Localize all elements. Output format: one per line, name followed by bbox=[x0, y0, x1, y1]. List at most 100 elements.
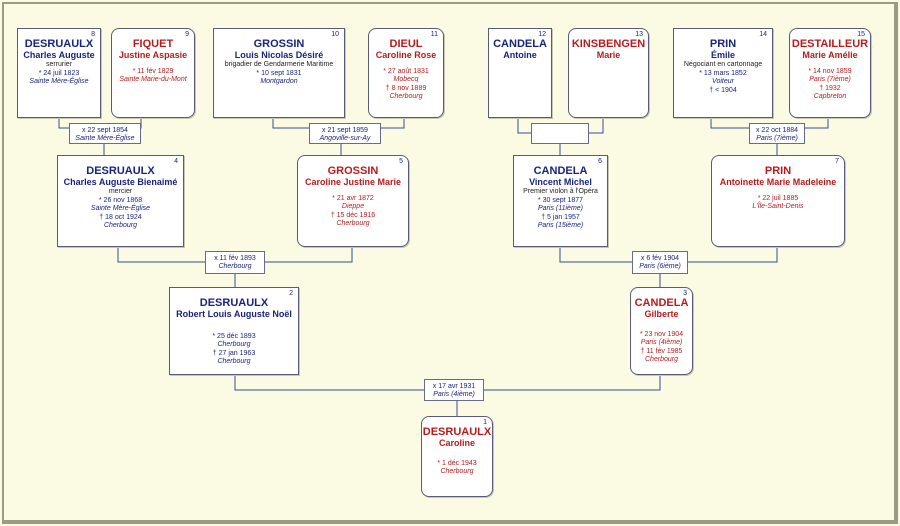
person-number: 2 bbox=[289, 290, 293, 297]
birth-date: * 10 sept 1831 bbox=[256, 70, 302, 77]
person-number: 7 bbox=[835, 158, 839, 165]
birth-place: Cherbourg bbox=[440, 468, 474, 475]
birth-place: Dieppe bbox=[341, 203, 365, 210]
birth-place: Paris (4ième) bbox=[640, 339, 683, 346]
person-card-6[interactable]: 6 CANDELA Vincent Michel Premier violon … bbox=[513, 155, 608, 247]
birth-date: * 25 déc 1893 bbox=[212, 333, 256, 340]
birth-place: Cherbourg bbox=[217, 341, 251, 348]
birth-date: * 14 nov 1859 bbox=[808, 68, 852, 75]
given-name: Robert Louis Auguste Noël bbox=[176, 309, 292, 319]
surname: DESRUAULX bbox=[422, 426, 492, 438]
death-date: † 18 oct 1924 bbox=[99, 214, 142, 221]
person-card-9[interactable]: 9 FIQUET Justine Aspasie * 11 fév 1829 S… bbox=[111, 28, 195, 118]
death-date: † < 1904 bbox=[709, 87, 737, 94]
person-number: 10 bbox=[331, 31, 339, 38]
person-number: 1 bbox=[483, 419, 487, 426]
birth-place: Montgardon bbox=[260, 78, 298, 85]
death-date: † 1932 bbox=[819, 85, 841, 92]
person-number: 6 bbox=[598, 158, 602, 165]
person-number: 3 bbox=[683, 290, 687, 297]
marriage-place: Angoville-sur-Ay bbox=[319, 135, 371, 142]
given-name: Charles Auguste Bienaimé bbox=[63, 177, 178, 187]
marriage-4-5[interactable]: x 11 fév 1893 Cherbourg bbox=[205, 251, 265, 274]
person-card-5[interactable]: 5 GROSSIN Caroline Justine Marie * 21 av… bbox=[297, 155, 409, 247]
birth-date: * 21 avr 1872 bbox=[332, 195, 374, 202]
death-date: † 5 jan 1957 bbox=[541, 214, 580, 221]
marriage-place: Paris (6ième) bbox=[639, 263, 681, 270]
marriage-8-9[interactable]: x 22 sept 1854 Sainte Mère-Église bbox=[69, 123, 141, 144]
person-card-14[interactable]: 14 PRIN Émile Négociant en cartonnage * … bbox=[673, 28, 773, 118]
person-number: 9 bbox=[185, 31, 189, 38]
birth-place: Mobecq bbox=[393, 76, 419, 83]
surname: GROSSIN bbox=[253, 38, 305, 50]
surname: CANDELA bbox=[493, 38, 547, 50]
birth-place: Voiteur bbox=[712, 78, 734, 85]
person-card-8[interactable]: 8 DESRUAULX Charles Auguste serrurier * … bbox=[17, 28, 101, 118]
occupation: Premier violon à l'Opéra bbox=[523, 188, 598, 195]
person-card-7[interactable]: 7 PRIN Antoinette Marie Madeleine * 22 j… bbox=[711, 155, 845, 247]
given-name: Charles Auguste bbox=[23, 50, 95, 60]
person-card-1[interactable]: 1 DESRUAULX Caroline * 1 déc 1943 Cherbo… bbox=[421, 416, 493, 497]
death-place: Cherbourg bbox=[644, 356, 679, 363]
person-card-12[interactable]: 12 CANDELA Antoine bbox=[488, 28, 552, 118]
person-card-3[interactable]: 3 CANDELA Gilberte * 23 nov 1904 Paris (… bbox=[630, 287, 693, 375]
person-card-11[interactable]: 11 DIEUL Caroline Rose * 27 août 1831 Mo… bbox=[368, 28, 444, 118]
marriage-date: x 22 sept 1854 bbox=[82, 127, 128, 134]
occupation: Négociant en cartonnage bbox=[683, 61, 763, 68]
marriage-place: Paris (7ième) bbox=[756, 135, 798, 142]
birth-place: Sainte Mère-Église bbox=[90, 205, 151, 212]
birth-date: * 11 fév 1829 bbox=[132, 68, 174, 75]
marriage-12-13[interactable] bbox=[531, 123, 589, 144]
person-number: 4 bbox=[174, 158, 178, 165]
given-name: Caroline bbox=[438, 438, 475, 448]
surname: KINSBENGEN bbox=[571, 38, 646, 50]
occupation: serrurier bbox=[45, 61, 73, 68]
person-card-4[interactable]: 4 DESRUAULX Charles Auguste Bienaimé mer… bbox=[57, 155, 184, 247]
marriage-14-15[interactable]: x 22 oct 1884 Paris (7ième) bbox=[749, 123, 805, 144]
surname: FIQUET bbox=[132, 38, 174, 50]
given-name: Louis Nicolas Désiré bbox=[234, 50, 324, 60]
birth-place: Sainte Marie-du-Mont bbox=[119, 76, 187, 83]
birth-date: * 26 nov 1868 bbox=[98, 197, 143, 204]
marriage-6-7[interactable]: x 6 fév 1904 Paris (6ième) bbox=[632, 251, 688, 274]
given-name: Gilberte bbox=[644, 309, 679, 319]
birth-date: * 1 déc 1943 bbox=[437, 460, 477, 467]
marriage-date: x 21 sept 1859 bbox=[322, 127, 368, 134]
birth-date: * 27 août 1831 bbox=[383, 68, 429, 75]
death-date: † 15 déc 1916 bbox=[330, 212, 376, 219]
death-place: Cherbourg bbox=[336, 220, 370, 227]
given-name: Émile bbox=[710, 50, 735, 60]
person-card-13[interactable]: 13 KINSBENGEN Marie bbox=[568, 28, 649, 118]
death-place: Cherbourg bbox=[103, 222, 138, 229]
surname: DESRUAULX bbox=[86, 165, 155, 177]
surname: PRIN bbox=[709, 38, 737, 50]
birth-place: L'Île-Saint-Denis bbox=[752, 203, 804, 210]
person-card-15[interactable]: 15 DESTAILLEUR Marie Amélie * 14 nov 185… bbox=[789, 28, 871, 118]
marriage-10-11[interactable]: x 21 sept 1859 Angoville-sur-Ay bbox=[309, 123, 381, 144]
person-card-2[interactable]: 2 DESRUAULX Robert Louis Auguste Noël * … bbox=[169, 287, 299, 375]
surname: PRIN bbox=[764, 165, 792, 177]
death-date: † 11 fév 1985 bbox=[640, 348, 683, 355]
birth-date: * 24 juil 1823 bbox=[38, 70, 80, 77]
surname: GROSSIN bbox=[327, 165, 379, 177]
death-date: † 8 nov 1889 bbox=[385, 85, 427, 92]
occupation: brigadier de Gendarmerie Maritime bbox=[224, 61, 334, 68]
person-number: 15 bbox=[857, 31, 865, 38]
birth-place: Paris (11ième) bbox=[538, 205, 583, 212]
marriage-date: x 11 fév 1893 bbox=[214, 255, 256, 262]
marriage-2-3[interactable]: x 17 avr 1931 Paris (4ième) bbox=[424, 379, 484, 401]
surname: CANDELA bbox=[533, 165, 588, 177]
person-number: 12 bbox=[538, 31, 546, 38]
surname: DESTAILLEUR bbox=[791, 38, 869, 50]
marriage-date: x 22 oct 1884 bbox=[755, 127, 799, 134]
death-place: Capbreton bbox=[813, 93, 847, 100]
death-place: Paris (15ième) bbox=[537, 222, 584, 229]
marriage-date: x 17 avr 1931 bbox=[432, 383, 476, 390]
person-card-10[interactable]: 10 GROSSIN Louis Nicolas Désiré brigadie… bbox=[213, 28, 345, 118]
person-number: 5 bbox=[399, 158, 403, 165]
marriage-date: x 6 fév 1904 bbox=[640, 255, 680, 262]
person-number: 8 bbox=[91, 31, 95, 38]
surname: CANDELA bbox=[634, 297, 689, 309]
occupation: mercier bbox=[108, 188, 133, 195]
given-name: Marie bbox=[596, 50, 621, 60]
